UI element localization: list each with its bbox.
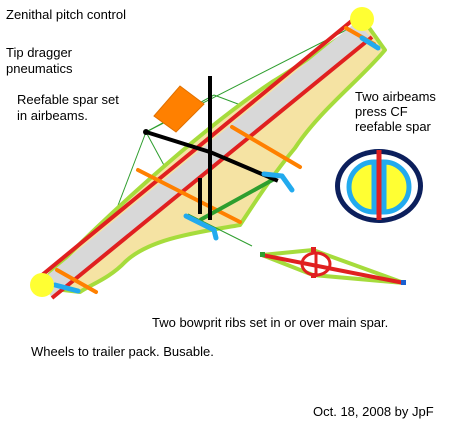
control-line <box>187 213 253 247</box>
wheel-icon <box>30 273 54 297</box>
airbeam-left <box>346 159 377 215</box>
pneumatic-dragger <box>261 171 285 179</box>
wheels-label: Wheels to trailer pack. Busable. <box>31 344 214 359</box>
bowsprit-ribs-detail <box>260 247 406 285</box>
frame-joint <box>143 129 149 135</box>
airbeams-label-line2: press CF <box>355 104 408 119</box>
pneumatic-dragger <box>279 173 295 193</box>
spar-edge-red <box>34 17 356 282</box>
reefable-label-line1: Reefable spar set <box>17 92 119 107</box>
airbeam-cross-section <box>335 149 423 223</box>
pneumatic-dragger <box>359 35 381 51</box>
bowsprit-label: Two bowprit ribs set in or over main spa… <box>152 315 389 330</box>
wing-rib <box>230 125 302 169</box>
credit-label: Oct. 18, 2008 by JpF <box>313 404 434 419</box>
pneumatic-dragger <box>211 227 219 241</box>
airbeam-right <box>381 159 412 215</box>
wing-rib <box>136 168 242 224</box>
tip-dragger-label-line1: Tip dragger <box>6 45 72 60</box>
bowsprit-node <box>401 280 406 285</box>
bowsprit-node <box>260 252 265 257</box>
zenithal-label: Zenithal pitch control <box>6 7 126 22</box>
airbeams-label-line3: reefable spar <box>355 119 431 134</box>
cross-strut <box>199 176 277 222</box>
airbeams-label-line1: Two airbeams <box>355 89 436 104</box>
reefable-label-line2: in airbeams. <box>17 108 88 123</box>
spar-airbeam <box>38 22 370 297</box>
pneumatic-dragger <box>183 213 217 233</box>
bowsprit-node <box>311 247 316 252</box>
bowsprit-spar <box>261 253 405 285</box>
tip-dragger-label-line2: pneumatics <box>6 61 73 76</box>
tip-dragger-pneumatics <box>52 35 381 294</box>
wheel-icon <box>350 7 374 31</box>
wing-rib <box>55 268 98 294</box>
pneumatic-dragger <box>52 282 81 294</box>
zenithal-pitch-plate <box>153 85 205 133</box>
main-spar <box>34 17 374 300</box>
bowsprit-node <box>311 273 316 278</box>
